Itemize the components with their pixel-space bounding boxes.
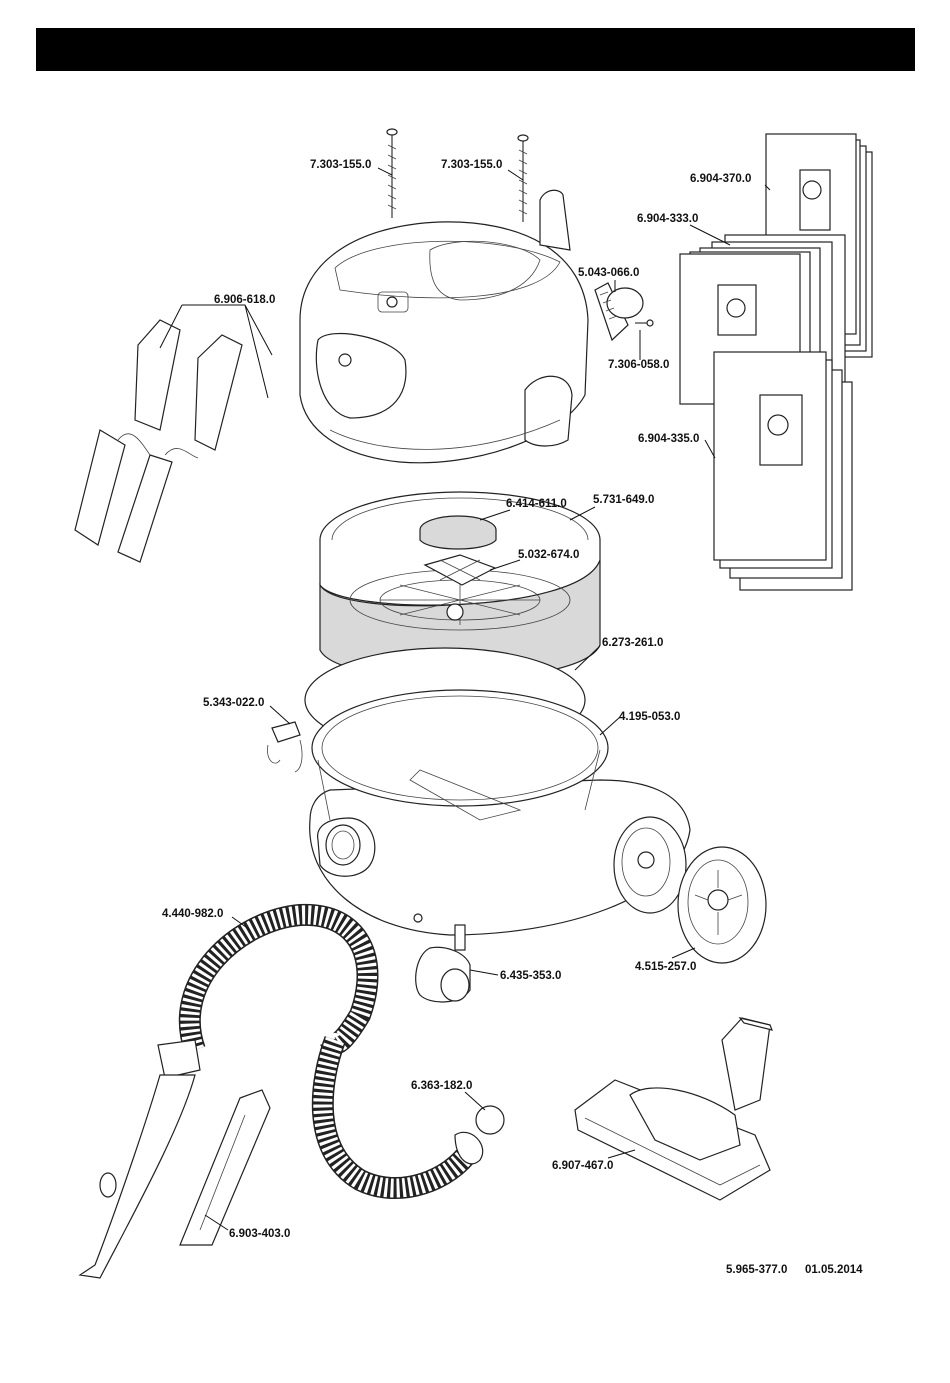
screw-right [518, 135, 528, 222]
latch [595, 283, 643, 340]
doc-number: 5.965-377.0 [726, 1264, 787, 1276]
label-crevice-nozzle: 6.903-403.0 [229, 1228, 290, 1240]
label-floor-nozzle: 6.907-467.0 [552, 1160, 613, 1172]
label-bag-1: 6.904-370.0 [690, 173, 751, 185]
label-cage: 5.032-674.0 [518, 549, 579, 561]
wheel [678, 847, 766, 963]
label-filter-set: 6.906-618.0 [214, 294, 275, 306]
latch-screw [635, 320, 653, 326]
clip [267, 722, 302, 772]
label-container: 4.195-053.0 [619, 711, 680, 723]
caster [416, 925, 470, 1002]
label-caster: 6.435-353.0 [500, 970, 561, 982]
label-latch: 5.043-066.0 [578, 267, 639, 279]
label-latch-screw: 7.306-058.0 [608, 359, 669, 371]
label-bag-2: 6.904-333.0 [637, 213, 698, 225]
wheel-rear [614, 817, 686, 913]
doc-date: 01.05.2014 [805, 1264, 863, 1276]
floor-nozzle [575, 1018, 772, 1200]
label-basket: 5.731-649.0 [593, 494, 654, 506]
label-screw-right: 7.303-155.0 [441, 159, 502, 171]
label-wheel: 4.515-257.0 [635, 961, 696, 973]
filter-set [75, 305, 272, 562]
bag-stack-3 [714, 352, 852, 590]
label-hose: 4.440-982.0 [162, 908, 223, 920]
label-bag-3: 6.904-335.0 [638, 433, 699, 445]
label-filter-ring: 6.273-261.0 [602, 637, 663, 649]
float-disc [420, 516, 496, 549]
label-float: 6.414-611.0 [506, 498, 567, 510]
crevice-nozzle [180, 1090, 270, 1245]
label-o-ring: 6.363-182.0 [411, 1080, 472, 1092]
o-ring [476, 1106, 504, 1134]
motor-head [300, 190, 588, 463]
label-screw-left: 7.303-155.0 [310, 159, 371, 171]
label-clip: 5.343-022.0 [203, 697, 264, 709]
